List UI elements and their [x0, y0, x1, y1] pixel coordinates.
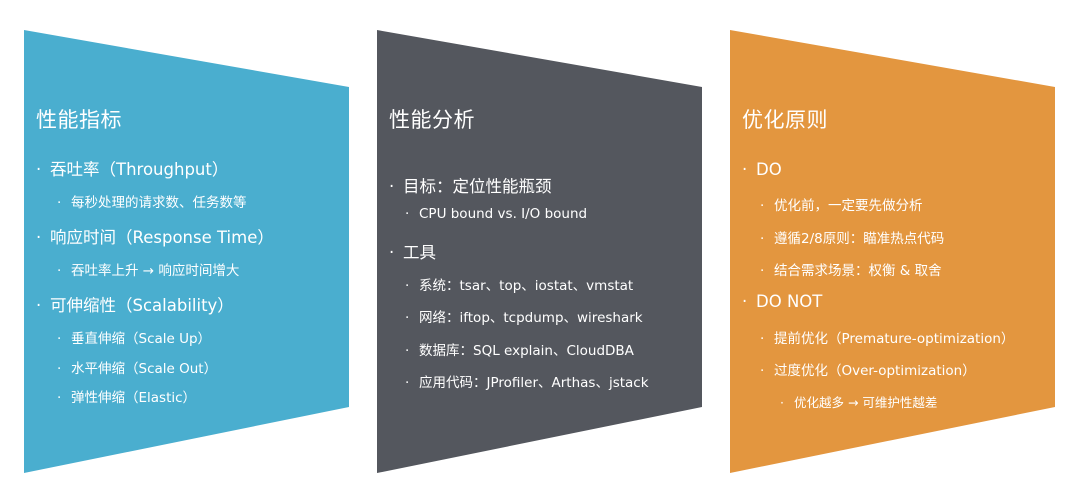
bullet-icon: · — [36, 160, 42, 179]
bullet-icon: · — [742, 292, 748, 311]
panel-performance-analysis: 性能分析 · 目标：定位性能瓶颈 · CPU bound vs. I/O bound… — [377, 0, 703, 498]
bullet-icon: · — [389, 177, 395, 196]
bullet-icon: · — [36, 296, 42, 315]
list-item-text: 优化越多 → 可维护性越差 — [794, 395, 938, 410]
list-item: · 遵循2/8原则：瞄准热点代码 — [760, 227, 944, 247]
panel-title: 性能指标 — [36, 108, 122, 132]
bullet-icon: · — [760, 198, 765, 214]
bullet-icon: · — [405, 206, 410, 222]
list-item-text: 响应时间（Response Time） — [50, 228, 274, 247]
list-item: · 系统：tsar、top、iostat、vmstat — [405, 274, 633, 294]
list-item-text: 可伸缩性（Scalability） — [50, 296, 234, 315]
bullet-icon: · — [760, 231, 765, 247]
list-item-text: 工具 — [403, 243, 436, 262]
panel-background-shape — [377, 30, 702, 473]
bullet-icon: · — [760, 363, 765, 379]
list-item: · 可伸缩性（Scalability） — [36, 292, 234, 316]
bullet-icon: · — [742, 160, 748, 179]
list-item-text: 网络：iftop、tcpdump、wireshark — [419, 310, 643, 326]
panel-title: 性能分析 — [389, 108, 475, 132]
list-item: · DO NOT — [742, 292, 822, 311]
bullet-icon: · — [405, 310, 410, 326]
bullet-icon: · — [760, 331, 765, 347]
list-item: · 结合需求场景：权衡 & 取舍 — [760, 259, 942, 279]
list-item-text: 目标：定位性能瓶颈 — [403, 177, 552, 196]
bullet-icon: · — [405, 375, 410, 391]
list-item: · 水平伸缩（Scale Out） — [57, 357, 217, 377]
panel-title: 优化原则 — [742, 108, 828, 132]
panel-performance-metrics: 性能指标 · 吞吐率（Throughput） · 每秒处理的请求数、任务数等 · 响应… — [24, 0, 350, 498]
list-item: · 网络：iftop、tcpdump、wireshark — [405, 306, 643, 326]
bullet-icon: · — [57, 263, 62, 279]
list-item: · 垂直伸缩（Scale Up） — [57, 327, 211, 347]
list-item-text: DO NOT — [756, 292, 823, 311]
panel-background-shape — [730, 30, 1055, 473]
bullet-icon: · — [389, 243, 395, 262]
list-item: · 吞吐率上升 → 响应时间增大 — [57, 259, 239, 279]
bullet-icon: · — [57, 390, 62, 406]
list-item-text: 提前优化（Premature-optimization） — [774, 331, 1015, 347]
bullet-icon: · — [760, 263, 765, 279]
list-item: · 优化越多 → 可维护性越差 — [780, 392, 937, 411]
list-item: · 吞吐率（Throughput） — [36, 156, 228, 180]
list-item-text: 每秒处理的请求数、任务数等 — [71, 195, 247, 211]
list-item: · 过度优化（Over-optimization） — [760, 359, 976, 379]
list-item: · 每秒处理的请求数、任务数等 — [57, 191, 247, 211]
list-item: · 优化前，一定要先做分析 — [760, 194, 923, 214]
list-item-text: 系统：tsar、top、iostat、vmstat — [419, 278, 634, 294]
bullet-icon: · — [405, 278, 410, 294]
list-item-text: 弹性伸缩（Elastic） — [71, 390, 197, 406]
list-item: · 工具 — [389, 239, 436, 263]
list-item: · 提前优化（Premature-optimization） — [760, 327, 1014, 347]
bullet-icon: · — [36, 228, 42, 247]
list-item-text: 过度优化（Over-optimization） — [774, 363, 976, 379]
list-item-text: 垂直伸缩（Scale Up） — [71, 331, 212, 347]
list-item-text: 吞吐率上升 → 响应时间增大 — [71, 263, 240, 279]
list-item-text: 数据库：SQL explain、CloudDBA — [419, 343, 634, 359]
list-item-text: 应用代码：JProfiler、Arthas、jstack — [419, 375, 649, 391]
bullet-icon: · — [57, 361, 62, 377]
list-item-text: 优化前，一定要先做分析 — [774, 198, 923, 214]
list-item-text: 遵循2/8原则：瞄准热点代码 — [774, 231, 945, 247]
bullet-icon: · — [57, 195, 62, 211]
list-item-text: CPU bound vs. I/O bound — [419, 206, 588, 222]
bullet-icon: · — [405, 343, 410, 359]
panel-background-shape — [24, 30, 349, 473]
list-item-text: 吞吐率（Throughput） — [50, 160, 229, 179]
list-item: · 应用代码：JProfiler、Arthas、jstack — [405, 371, 649, 391]
list-item-text: 结合需求场景：权衡 & 取舍 — [774, 263, 942, 279]
list-item-text: DO — [756, 160, 782, 179]
list-item: · DO — [742, 160, 782, 179]
list-item: · 数据库：SQL explain、CloudDBA — [405, 339, 634, 359]
list-item-text: 水平伸缩（Scale Out） — [71, 361, 218, 377]
list-item: · CPU bound vs. I/O bound — [405, 206, 587, 222]
bullet-icon: · — [57, 331, 62, 347]
panel-optimization-principles: 优化原则 · DO · 优化前，一定要先做分析 · 遵循2/8原则：瞄准热点代码 · 结… — [730, 0, 1056, 498]
list-item: · 响应时间（Response Time） — [36, 224, 274, 248]
list-item: · 弹性伸缩（Elastic） — [57, 386, 196, 406]
list-item: · 目标：定位性能瓶颈 — [389, 173, 552, 197]
bullet-icon: · — [780, 395, 784, 410]
